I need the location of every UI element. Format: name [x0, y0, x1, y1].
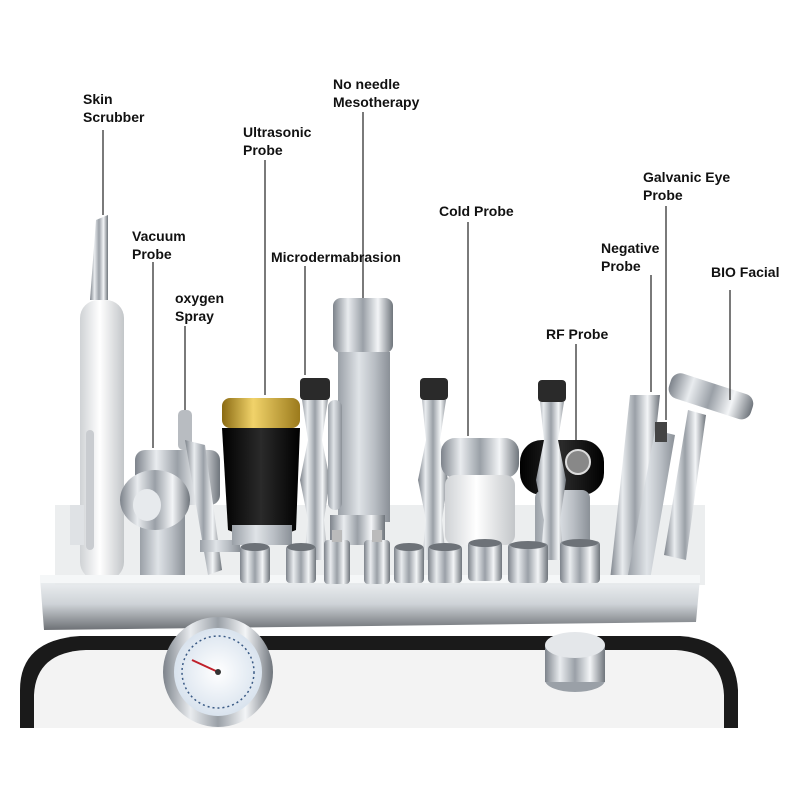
microdermabrasion-wand-2 [418, 378, 448, 560]
microdermabrasion-wand-3 [536, 380, 566, 560]
label-line: Ultrasonic [243, 124, 312, 140]
label-line: No needle [333, 76, 400, 92]
negative-probe-handpiece [610, 395, 660, 580]
diamond-tips-row [240, 530, 600, 584]
label-ultrasonic-probe: Ultrasonic Probe [243, 123, 311, 159]
mesotherapy-handpiece [328, 298, 393, 545]
label-line: Probe [243, 142, 283, 158]
label-no-needle-mesotherapy: No needle Mesotherapy [333, 75, 419, 111]
label-line: Probe [643, 187, 683, 203]
label-line: Mesotherapy [333, 94, 420, 110]
label-microdermabrasion: Microdermabrasion [271, 248, 401, 266]
label-line: Skin [83, 91, 113, 107]
label-line: oxygen [175, 290, 225, 306]
label-line: Negative [601, 240, 660, 256]
label-line: Microdermabrasion [271, 249, 401, 265]
label-skin-scrubber: Skin Scrubber [83, 90, 144, 126]
label-vacuum-probe: Vacuum Probe [132, 227, 186, 263]
ultrasonic-probe-handpiece [222, 398, 300, 545]
label-line: Cold Probe [439, 203, 514, 219]
label-line: Spray [175, 308, 214, 324]
oxygen-spray-handpiece [178, 410, 240, 575]
label-line: Probe [601, 258, 641, 274]
cold-probe-handpiece [441, 438, 519, 545]
label-line: RF Probe [546, 326, 609, 342]
label-oxygen-spray: oxygen Spray [175, 289, 224, 325]
microdermabrasion-wand [300, 378, 330, 560]
label-rf-probe: RF Probe [546, 325, 608, 343]
label-negative-probe: Negative Probe [601, 239, 659, 275]
bio-facial-handpiece [664, 373, 754, 560]
pressure-gauge [163, 617, 273, 727]
label-line: Scrubber [83, 109, 145, 125]
device-body [20, 636, 738, 728]
label-line: Galvanic Eye [643, 169, 731, 185]
skin-scrubber-handpiece [70, 215, 124, 580]
label-line: Vacuum [132, 228, 186, 244]
label-line: Probe [132, 246, 172, 262]
galvanic-eye-probe-handpiece [628, 422, 675, 580]
label-cold-probe: Cold Probe [439, 202, 514, 220]
label-galvanic-eye-probe: Galvanic Eye Probe [643, 168, 730, 204]
label-line: BIO Facial [711, 264, 780, 280]
control-knob[interactable] [545, 632, 605, 692]
label-bio-facial: BIO Facial [711, 263, 779, 281]
leader-lines [102, 112, 731, 448]
